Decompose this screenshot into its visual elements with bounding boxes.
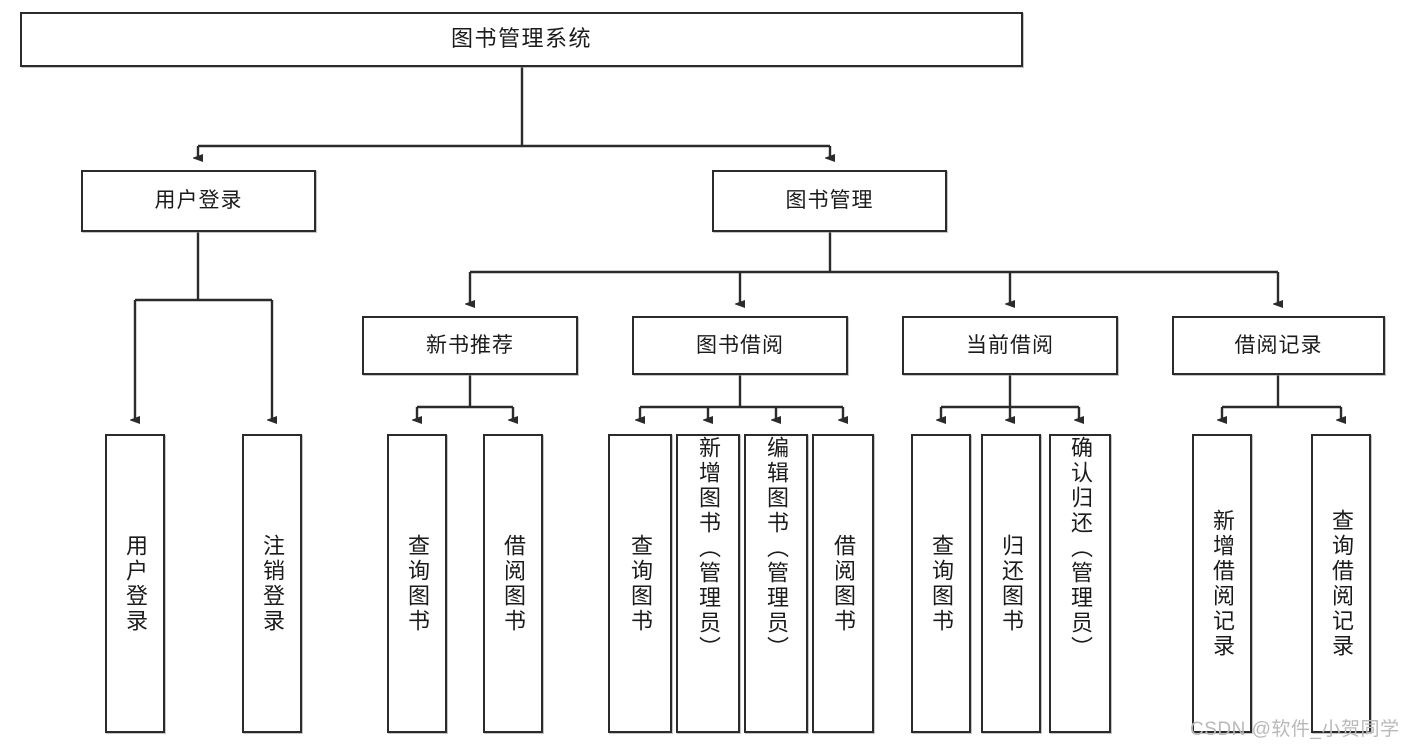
leaf-user-login-login[interactable]: 用户登录 <box>105 434 165 733</box>
node-label: 新增图书（管理员） <box>696 436 721 661</box>
node-label: 查询图书 <box>929 533 954 634</box>
csdn-watermark: CSDN @软件_小贺同学 <box>1190 719 1400 740</box>
node-current-borrow[interactable]: 当前借阅 <box>902 316 1118 375</box>
leaf-current-confirm-return-admin[interactable]: 确认归还（管理员） <box>1049 434 1111 733</box>
node-label: 归还图书 <box>999 533 1024 634</box>
leaf-current-return-book[interactable]: 归还图书 <box>981 434 1041 733</box>
leaf-current-query-book[interactable]: 查询图书 <box>911 434 971 733</box>
node-label: 查询图书 <box>628 533 653 634</box>
node-label: 图书管理 <box>785 189 874 213</box>
node-new-book-recommend[interactable]: 新书推荐 <box>362 316 578 375</box>
node-root-book-management-system[interactable]: 图书管理系统 <box>20 12 1023 67</box>
node-user-login[interactable]: 用户登录 <box>81 170 316 232</box>
node-label: 借阅图书 <box>501 533 526 634</box>
node-book-management[interactable]: 图书管理 <box>712 170 947 232</box>
leaf-recommend-borrow-book[interactable]: 借阅图书 <box>483 434 543 733</box>
node-label: 借阅记录 <box>1234 333 1323 357</box>
leaf-borrow-add-book-admin[interactable]: 新增图书（管理员） <box>676 434 740 733</box>
node-label: 新书推荐 <box>426 333 514 357</box>
node-label: 新增借阅记录 <box>1210 508 1235 659</box>
leaf-borrow-edit-book-admin[interactable]: 编辑图书（管理员） <box>744 434 808 733</box>
leaf-recommend-query-book[interactable]: 查询图书 <box>387 434 447 733</box>
node-book-borrow[interactable]: 图书借阅 <box>632 316 848 375</box>
node-label: 注销登录 <box>260 533 285 634</box>
leaf-record-add-record[interactable]: 新增借阅记录 <box>1192 434 1252 733</box>
node-label: 图书借阅 <box>696 333 784 357</box>
node-label: 确认归还（管理员） <box>1068 436 1093 661</box>
node-label: 用户登录 <box>123 533 148 634</box>
node-label: 图书管理系统 <box>450 26 592 52</box>
node-label: 查询图书 <box>405 533 430 634</box>
node-label: 编辑图书（管理员） <box>764 436 789 661</box>
node-borrow-record[interactable]: 借阅记录 <box>1172 316 1385 375</box>
node-label: 借阅图书 <box>831 533 856 634</box>
leaf-borrow-query-book[interactable]: 查询图书 <box>608 434 672 733</box>
leaf-record-query-record[interactable]: 查询借阅记录 <box>1311 434 1371 733</box>
node-label: 查询借阅记录 <box>1329 508 1354 659</box>
leaf-user-login-logout[interactable]: 注销登录 <box>242 434 302 733</box>
node-label: 当前借阅 <box>966 333 1054 357</box>
node-label: 用户登录 <box>154 189 243 213</box>
leaf-borrow-borrow-book[interactable]: 借阅图书 <box>812 434 874 733</box>
